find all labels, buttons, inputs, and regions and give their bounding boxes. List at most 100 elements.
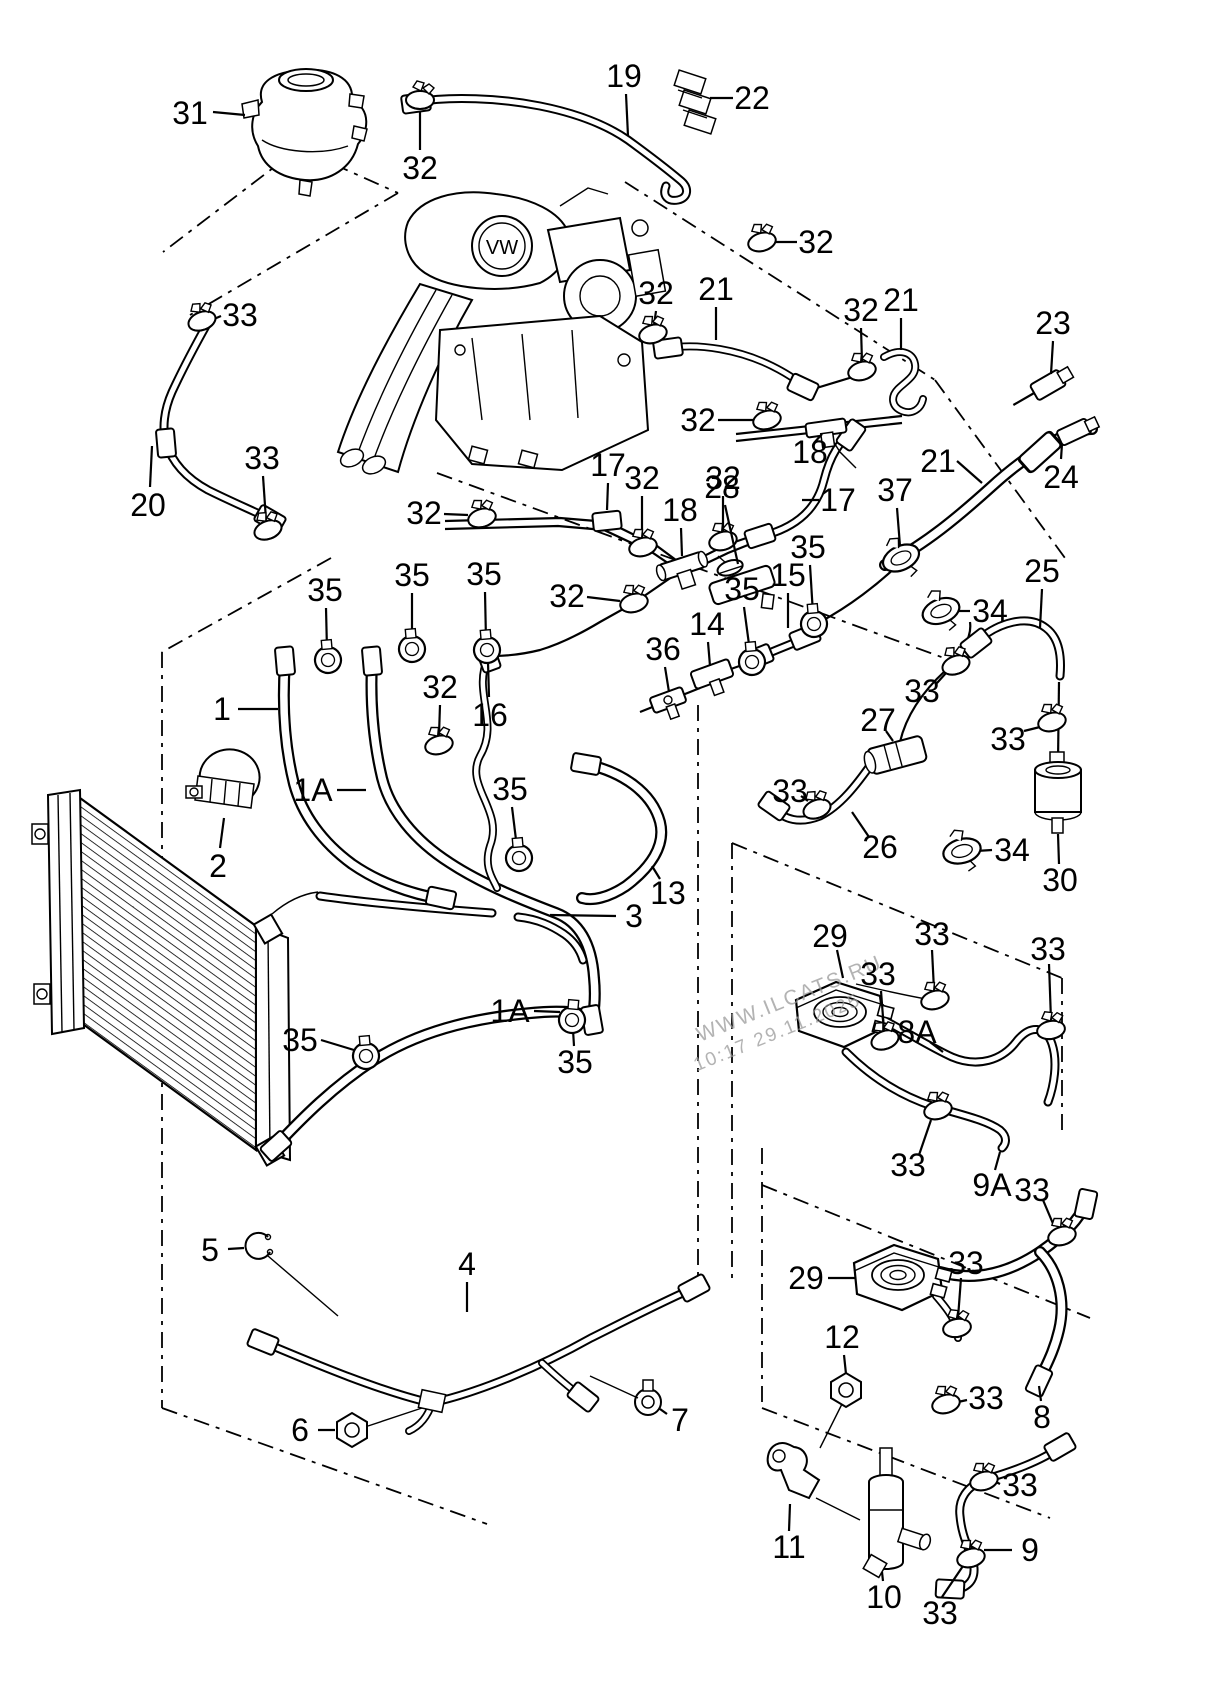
callout-6-c6: 6 xyxy=(291,1412,335,1448)
callout-33-c33A: 33 xyxy=(926,1380,1004,1418)
clamp-32 xyxy=(742,219,779,256)
callout-35-c35e: 35 xyxy=(790,529,832,642)
expansion-tank xyxy=(241,68,368,197)
hose-3-run xyxy=(315,891,588,965)
callout-number-c35c: 35 xyxy=(466,556,502,592)
hose-21a xyxy=(664,342,808,391)
callout-32-c32i: 32 xyxy=(549,578,651,617)
callout-number-c21c: 21 xyxy=(920,443,956,479)
callout-leader xyxy=(787,1503,792,1532)
callout-33-c33i: 33 xyxy=(1014,1172,1079,1250)
callout-leader xyxy=(1059,443,1064,460)
callout-number-c33i: 33 xyxy=(1014,1172,1050,1208)
callout-number-c35e: 35 xyxy=(790,529,826,565)
callout-23-c23: 23 xyxy=(1035,305,1071,375)
callout-number-c37: 37 xyxy=(877,472,913,508)
callout-number-c33g: 33 xyxy=(1030,931,1066,967)
callout-leader xyxy=(917,1119,933,1156)
callout-number-c32g: 32 xyxy=(624,460,660,496)
retaining-bracket xyxy=(185,748,261,809)
callout-leader xyxy=(148,445,154,488)
clamp-35 xyxy=(307,635,346,678)
hose-20 xyxy=(159,321,277,525)
callout-28-c28: 28 xyxy=(704,469,740,565)
callout-leader xyxy=(320,1038,355,1052)
hose-1 xyxy=(277,656,448,905)
radiator-upper-outlet xyxy=(252,891,319,945)
callout-number-c20: 20 xyxy=(130,487,166,523)
callout-32-c32e: 32 xyxy=(406,495,499,532)
callout-number-c29a: 29 xyxy=(812,918,848,954)
callout-32-c32h: 32 xyxy=(703,460,741,555)
callout-number-c33d: 33 xyxy=(990,721,1026,757)
callout-number-c9: 9 xyxy=(1021,1532,1039,1568)
callout-3-c3: 3 xyxy=(549,898,643,934)
hose-9A xyxy=(841,1047,1010,1153)
callout-37-c37: 37 xyxy=(873,472,929,587)
radiator xyxy=(31,788,319,1167)
bracket-11 xyxy=(766,1442,821,1500)
callout-number-c2: 2 xyxy=(209,848,227,884)
vw-logo xyxy=(471,215,533,277)
hose-16 xyxy=(472,654,501,892)
callout-33-c33C: 33 xyxy=(922,1535,988,1631)
callout-number-c35h: 35 xyxy=(557,1044,593,1080)
callout-number-c33B: 33 xyxy=(1002,1467,1038,1503)
callout-number-c34a: 34 xyxy=(972,593,1008,629)
hose-13 xyxy=(576,758,668,906)
callout-9a-c9A: 9A xyxy=(972,1151,1012,1203)
callout-15-c15: 15 xyxy=(770,557,806,628)
callout-32-c32b: 32 xyxy=(742,219,834,260)
callout-number-c22: 22 xyxy=(734,80,770,116)
callout-35-c35a: 35 xyxy=(307,572,346,678)
callout-leader xyxy=(813,433,823,444)
clamp-32 xyxy=(419,722,456,759)
callout-35-c35d: 35 xyxy=(724,571,770,680)
callout-18-c18b: 18 xyxy=(792,433,828,470)
callout-number-c33c: 33 xyxy=(904,673,940,709)
callout-leader xyxy=(679,527,684,557)
clamp-34 xyxy=(936,823,987,878)
callout-leader xyxy=(1023,725,1041,733)
callout-33-c33f: 33 xyxy=(914,916,952,1014)
valve-10 xyxy=(862,1447,932,1579)
clamp-33 xyxy=(951,1535,988,1572)
callout-leader xyxy=(842,1354,848,1375)
callout-number-c32f: 32 xyxy=(680,402,716,438)
callout-33-c33h: 33 xyxy=(890,1087,955,1183)
boundary-lines xyxy=(161,112,1091,1525)
callout-number-c32d: 32 xyxy=(843,292,879,328)
callout-number-c33k: 33 xyxy=(860,956,896,992)
clamp-32 xyxy=(747,397,784,434)
fitting-24 xyxy=(1056,415,1101,447)
callout-33-c33b: 33 xyxy=(244,440,286,545)
callout-22-c22: 22 xyxy=(710,80,770,116)
callout-number-c32b: 32 xyxy=(798,224,834,260)
callout-12-c12: 12 xyxy=(824,1319,860,1375)
callout-leader xyxy=(851,811,870,838)
callout-number-c33e: 33 xyxy=(772,773,808,809)
callout-number-c33f: 33 xyxy=(914,916,950,952)
callout-number-c18b: 18 xyxy=(792,434,828,470)
hose-21b xyxy=(880,348,927,417)
hose-1A-lower xyxy=(268,1005,598,1154)
pump-valve-27 xyxy=(863,735,928,775)
callout-number-c34b: 34 xyxy=(994,832,1030,868)
callout-leader xyxy=(1038,588,1044,629)
callout-32-c32c: 32 xyxy=(633,275,674,348)
callout-number-c1: 1 xyxy=(213,691,231,727)
hose-19 xyxy=(411,94,691,205)
callout-21-c21b: 21 xyxy=(883,282,919,350)
callout-number-c10: 10 xyxy=(866,1579,902,1615)
callout-35-c35g: 35 xyxy=(282,1022,384,1074)
callout-number-c35a: 35 xyxy=(307,572,343,608)
callout-number-c13: 13 xyxy=(650,875,686,911)
callout-26-c26: 26 xyxy=(851,811,898,865)
callout-33-c33d: 33 xyxy=(990,699,1069,757)
callout-leader xyxy=(929,1041,944,1053)
callout-27-c27: 27 xyxy=(860,702,896,742)
callout-number-c33h: 33 xyxy=(890,1147,926,1183)
callout-number-c17b: 17 xyxy=(820,482,856,518)
